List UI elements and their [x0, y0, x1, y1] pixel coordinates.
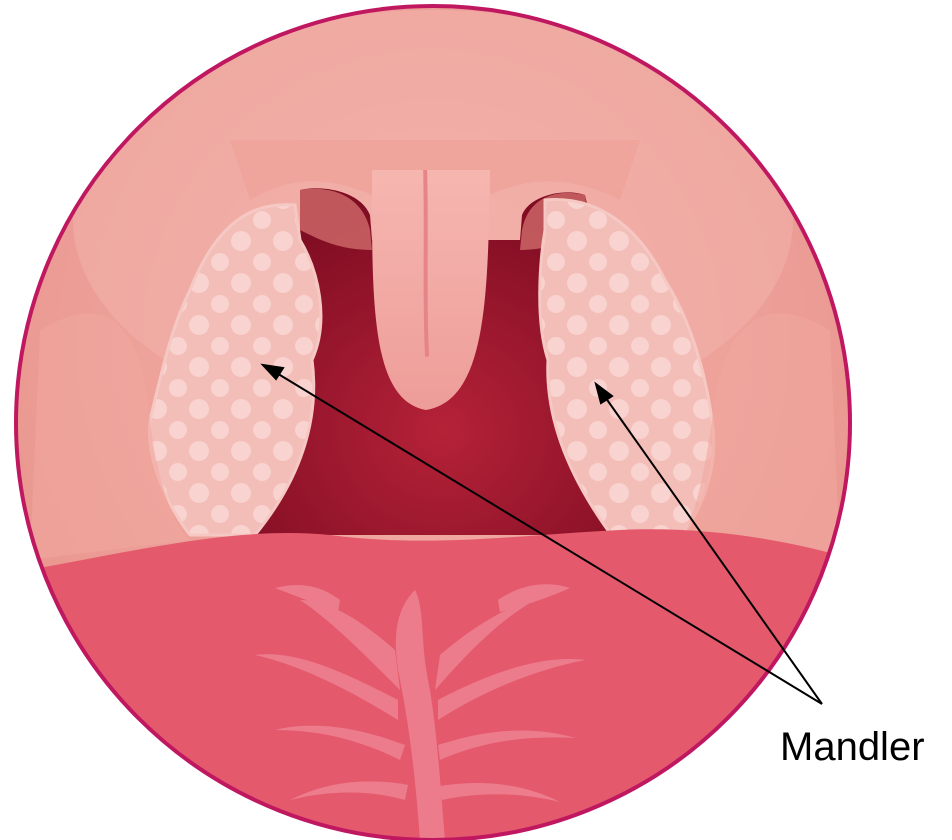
uvula-center-line: [425, 165, 427, 355]
tonsils-label: Mandler: [780, 725, 925, 769]
